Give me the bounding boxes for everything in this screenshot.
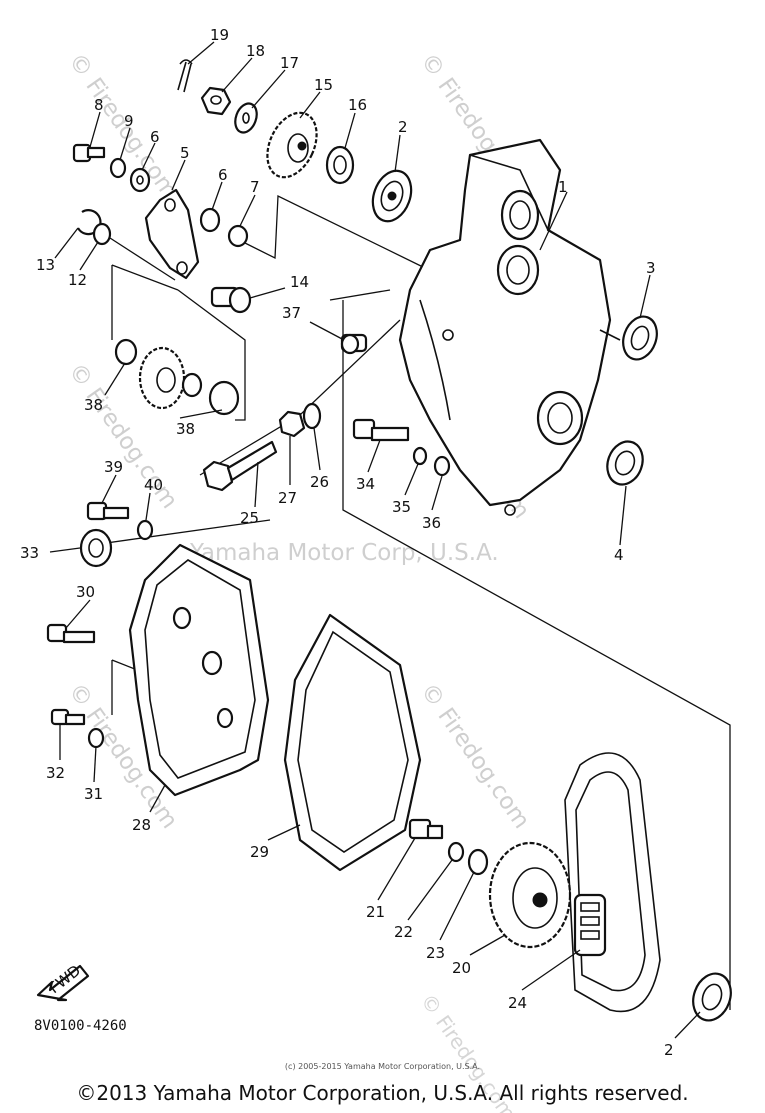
small-credit: (c) 2005-2015 Yamaha Motor Corporation, … xyxy=(284,1062,481,1071)
part-24-chain xyxy=(564,752,661,1013)
part-38-sprocket-set xyxy=(114,338,240,416)
callout: 15 xyxy=(314,76,333,94)
part-4-oil-seal xyxy=(606,440,644,486)
callout: 24 xyxy=(508,994,527,1012)
part-2-bearing-lower xyxy=(692,972,732,1022)
callout: 38 xyxy=(84,396,103,414)
part-17-washer xyxy=(234,102,258,134)
assembly-lines xyxy=(91,194,731,1010)
callout: 27 xyxy=(278,489,297,507)
watermark: © Firedog.com xyxy=(415,679,534,834)
callout: 12 xyxy=(68,271,87,289)
callout: 21 xyxy=(366,903,385,921)
callout: 6 xyxy=(150,128,160,146)
callout: 9 xyxy=(124,112,134,130)
callout: 17 xyxy=(280,54,299,72)
callout: 33 xyxy=(20,544,39,562)
part-21-bolt xyxy=(408,818,444,840)
callout: 5 xyxy=(180,144,190,162)
part-35-washer xyxy=(412,446,428,466)
callout: 39 xyxy=(104,458,123,476)
part-8-bolt xyxy=(72,143,106,163)
callout: 35 xyxy=(392,498,411,516)
callout: 38 xyxy=(176,420,195,438)
callout: 25 xyxy=(240,509,259,527)
part-15-sprocket xyxy=(266,111,318,179)
callout: 18 xyxy=(246,42,265,60)
part-34-bolt xyxy=(352,418,410,442)
part-5-bracket xyxy=(144,188,200,280)
callout: 32 xyxy=(46,764,65,782)
part-6-washer xyxy=(129,167,151,193)
callout: 20 xyxy=(452,959,471,977)
part-30-bolt xyxy=(46,623,96,644)
part-2-bearing xyxy=(371,169,413,223)
part-19-cotter-pin xyxy=(177,59,193,93)
callout: 40 xyxy=(144,476,163,494)
callout: 22 xyxy=(394,923,413,941)
part-16-collar xyxy=(325,145,355,185)
diagram-code: 8V0100-4260 xyxy=(34,1018,127,1034)
callout-numbers: 1 2 3 4 5 6 6 7 8 9 12 13 14 15 16 17 18… xyxy=(20,26,674,1059)
watermark: © Firedog.com xyxy=(63,49,182,204)
part-1-case xyxy=(398,138,621,516)
watermark-center: Yamaha Motor Corp, U.S.A. xyxy=(189,540,499,566)
part-31-washer xyxy=(87,727,105,749)
callout: 28 xyxy=(132,816,151,834)
part-6-washer-b xyxy=(199,207,221,233)
part-20-sprocket xyxy=(488,841,572,949)
part-37-fitting xyxy=(340,333,368,355)
callout: 16 xyxy=(348,96,367,114)
callout: 19 xyxy=(210,26,229,44)
part-39-bolt xyxy=(86,501,130,521)
callout: 29 xyxy=(250,843,269,861)
callout: 1 xyxy=(558,178,568,196)
part-33-seal xyxy=(79,528,113,568)
callout: 34 xyxy=(356,475,375,493)
part-14-pin xyxy=(210,286,252,314)
callout: 31 xyxy=(84,785,103,803)
part-9-washer xyxy=(109,157,127,179)
leader-lines xyxy=(49,41,701,1039)
part-12-washer xyxy=(92,222,112,246)
part-28-cover xyxy=(128,543,270,797)
part-18-nut xyxy=(200,86,232,116)
callout: 4 xyxy=(614,546,624,564)
callout: 37 xyxy=(282,304,301,322)
callout: 2 xyxy=(398,118,408,136)
part-29-gasket xyxy=(283,613,422,872)
part-7-bushing xyxy=(227,224,249,248)
callout: 23 xyxy=(426,944,445,962)
part-27-nut xyxy=(278,410,306,438)
part-23-washer xyxy=(467,848,489,876)
part-3-oil-seal xyxy=(622,315,658,361)
callout: 6 xyxy=(218,166,228,184)
callout: 14 xyxy=(290,273,309,291)
part-25-bolt xyxy=(202,440,278,492)
callout: 26 xyxy=(310,473,329,491)
callout: 36 xyxy=(422,514,441,532)
callout: 2 xyxy=(664,1041,674,1059)
callout: 3 xyxy=(646,259,656,277)
part-22-washer xyxy=(447,841,465,863)
part-40-washer xyxy=(136,519,154,541)
copyright-footer: ©2013 Yamaha Motor Corporation, U.S.A. A… xyxy=(76,1081,689,1105)
part-26-washer xyxy=(302,402,322,430)
callout: 30 xyxy=(76,583,95,601)
callout: 8 xyxy=(94,96,104,114)
front-arrow-icon: FWD xyxy=(36,961,90,1002)
part-36-washer xyxy=(433,455,451,477)
callout: 7 xyxy=(250,178,260,196)
callout: 13 xyxy=(36,256,55,274)
